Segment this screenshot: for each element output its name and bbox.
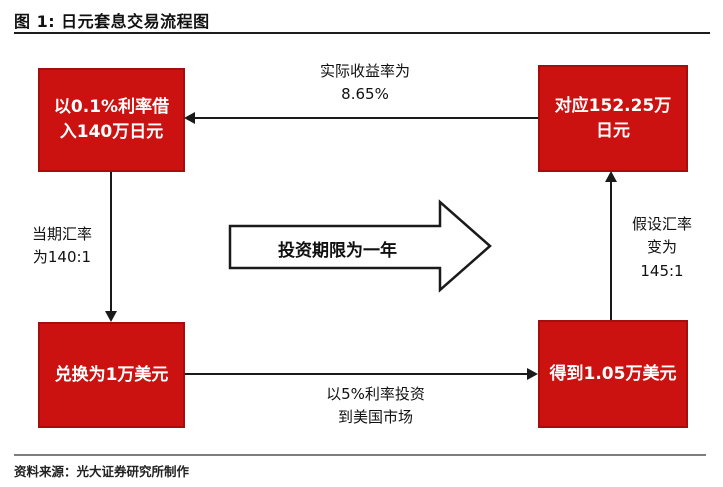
connector-top-line bbox=[194, 117, 538, 119]
node-receive-usd-label: 得到1.05万美元 bbox=[549, 363, 677, 384]
connector-right-line bbox=[610, 181, 612, 320]
label-invest-us-market: 以5%利率投资 到美国市场 bbox=[278, 383, 473, 430]
node-corresponding-yen-label: 对应152.25万日元 bbox=[554, 95, 672, 141]
label-investment-period: 投资期限为一年 bbox=[278, 241, 397, 261]
label-assumed-exchange-rate: 假设汇率 变为 145:1 bbox=[616, 213, 708, 283]
arrowhead-down-icon bbox=[105, 311, 117, 322]
label-invest-us-market-line2: 到美国市场 bbox=[337, 408, 413, 427]
label-assumed-exchange-rate-line2: 变为 bbox=[646, 238, 677, 257]
arrowhead-up-icon bbox=[605, 171, 617, 182]
title-divider bbox=[14, 32, 710, 34]
label-current-exchange-rate-line1: 当期汇率 bbox=[31, 225, 92, 243]
node-borrow-yen-label: 以0.1%利率借入140万日元 bbox=[53, 97, 170, 142]
footer-divider bbox=[14, 454, 706, 456]
label-actual-yield: 实际收益率为 8.65% bbox=[265, 60, 465, 107]
label-invest-us-market-line1: 以5%利率投资 bbox=[326, 385, 425, 403]
source-note: 资料来源：光大证券研究所制作 bbox=[14, 464, 190, 479]
label-assumed-exchange-rate-line3: 145:1 bbox=[640, 261, 684, 280]
arrowhead-left-icon bbox=[184, 112, 195, 124]
connector-left-line bbox=[110, 172, 112, 313]
label-current-exchange-rate: 当期汇率 为140:1 bbox=[18, 223, 106, 270]
node-corresponding-yen: 对应152.25万日元 bbox=[538, 65, 688, 172]
arrowhead-right-icon bbox=[527, 368, 538, 380]
node-borrow-yen: 以0.1%利率借入140万日元 bbox=[38, 68, 185, 172]
label-assumed-exchange-rate-line1: 假设汇率 bbox=[631, 215, 692, 233]
label-actual-yield-line1: 实际收益率为 bbox=[319, 62, 410, 80]
node-receive-usd: 得到1.05万美元 bbox=[538, 320, 688, 428]
label-actual-yield-line2: 8.65% bbox=[341, 85, 389, 104]
label-current-exchange-rate-line2: 为140:1 bbox=[32, 248, 92, 267]
figure-title: 图 1: 日元套息交易流程图 bbox=[14, 12, 210, 31]
node-exchange-usd-label: 兑换为1万美元 bbox=[54, 364, 169, 385]
connector-bottom-line bbox=[185, 373, 528, 375]
node-exchange-usd: 兑换为1万美元 bbox=[38, 322, 185, 428]
